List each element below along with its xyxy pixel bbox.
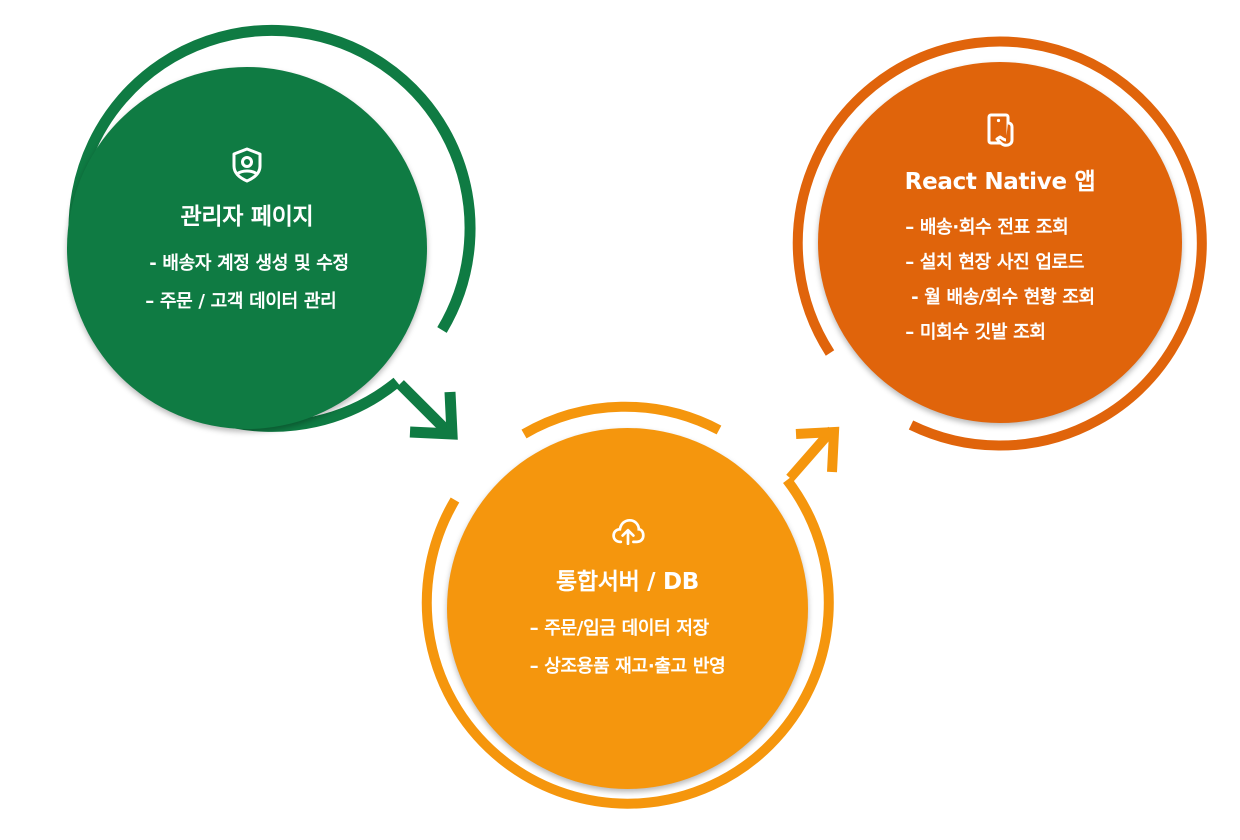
admin-feature-list: - 배송자 계정 생성 및 수정 – 주문 / 고객 데이터 관리 [145, 245, 349, 321]
list-item: – 미회수 깃발 조회 [905, 322, 1046, 343]
list-item: – 배송·회수 전표 조회 [905, 217, 1069, 238]
server-title: 통합서버 / DB [556, 569, 699, 595]
server-feature-list: – 주문/입금 데이터 저장 – 상조용품 재고·출고 반영 [530, 610, 726, 686]
mobile-touch-icon [987, 113, 1014, 147]
admin-title: 관리자 페이지 [180, 204, 314, 230]
app-feature-list: – 배송·회수 전표 조회 – 설치 현장 사진 업로드 - 월 배송/회수 현… [905, 210, 1095, 350]
list-item: – 주문 / 고객 데이터 관리 [145, 291, 337, 312]
server-db-node: 통합서버 / DB – 주문/입금 데이터 저장 – 상조용품 재고·출고 반영 [447, 428, 808, 789]
list-item: - 월 배송/회수 현황 조회 [905, 287, 1095, 308]
app-ring [792, 36, 1207, 451]
list-item: – 설치 현장 사진 업로드 [905, 252, 1085, 273]
cloud-upload-icon [611, 518, 645, 546]
list-item: – 주문/입금 데이터 저장 [529, 618, 710, 639]
app-title: React Native 앱 [904, 169, 1096, 195]
list-item: – 상조용품 재고·출고 반영 [529, 656, 726, 677]
list-item: - 배송자 계정 생성 및 수정 [149, 253, 349, 274]
shield-user-icon [232, 147, 262, 183]
admin-page-node: 관리자 페이지 - 배송자 계정 생성 및 수정 – 주문 / 고객 데이터 관… [67, 67, 427, 429]
server-ring-arrow [421, 401, 840, 809]
react-native-app-node: React Native 앱 – 배송·회수 전표 조회 – 설치 현장 사진 … [818, 62, 1182, 423]
